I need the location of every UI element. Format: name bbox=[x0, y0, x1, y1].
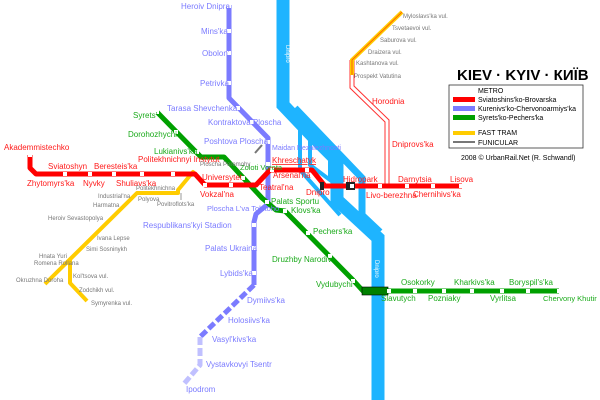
station-label[interactable]: Politekhnichnyi Instytut bbox=[138, 155, 220, 164]
tram-labels: Ploscha Peremohy Politekhnichna Polyova … bbox=[16, 14, 448, 307]
station-label[interactable]: Sviatoshyn bbox=[48, 162, 87, 171]
legend-green: Syrets'ko-Pechers'ka bbox=[478, 115, 543, 122]
station-label[interactable]: Akademmistechko bbox=[4, 143, 70, 152]
station-label[interactable]: Ploscha L'va Tolstoho bbox=[207, 204, 279, 213]
station-label[interactable]: Vasyl'kivs'ka bbox=[212, 335, 257, 344]
station-label[interactable]: Klovs'ka bbox=[291, 206, 321, 215]
station-label[interactable]: Ipodrom bbox=[186, 385, 216, 394]
legend-red: Sviatoshins'ko-Brovarska bbox=[478, 97, 556, 104]
station-label[interactable]: Chernihivs'ka bbox=[413, 190, 461, 199]
station-label[interactable]: Shuliavs'ka bbox=[116, 179, 157, 188]
credit: 2008 © UrbanRail.Net (R. Schwandl) bbox=[461, 154, 576, 162]
station-label[interactable]: Horodnia bbox=[372, 97, 405, 106]
station-label[interactable]: Heroiv Sevastopolya bbox=[48, 216, 104, 222]
station-label[interactable]: Kol'tsova vul. bbox=[73, 274, 108, 280]
station-label[interactable]: Pozniaky bbox=[428, 294, 460, 303]
station-label[interactable]: Zodchikh vul. bbox=[79, 288, 115, 294]
green-line bbox=[155, 110, 559, 294]
station-label[interactable]: Zoloti Vorota bbox=[240, 163, 283, 172]
station-label[interactable]: Pechers'ka bbox=[313, 227, 353, 236]
station-label[interactable]: Zhytomyrs'ka bbox=[27, 179, 75, 188]
river-label-top: Dnipro bbox=[284, 45, 290, 63]
station-label[interactable]: Kharkivs'ka bbox=[454, 278, 495, 287]
station-label[interactable]: Simi Sosninykh bbox=[86, 247, 127, 253]
station-label[interactable]: Draizera vul. bbox=[368, 50, 402, 56]
river-label-bottom: Dnipro bbox=[373, 260, 379, 278]
station-label[interactable]: Osokorky bbox=[401, 278, 435, 287]
station-label[interactable]: Arsenal'na bbox=[273, 171, 311, 180]
station-label[interactable]: Hidropark bbox=[343, 175, 379, 184]
station-label[interactable]: Kashtanova vul. bbox=[356, 61, 399, 67]
blue-line-labels: Heroiv Dnipra Mins'ka Obolon' Petrivka T… bbox=[143, 2, 341, 394]
funicular-line bbox=[254, 144, 263, 154]
station-label[interactable]: Povitroflots'ka bbox=[157, 202, 195, 208]
station-label[interactable]: Vyrlitsa bbox=[490, 294, 516, 303]
station-label[interactable]: Harmatna bbox=[93, 203, 120, 209]
station-label[interactable]: Slavutych bbox=[381, 294, 416, 303]
station-label[interactable]: Dorohozhychi bbox=[128, 130, 177, 139]
station-label[interactable]: Respublikans'kyi Stadion bbox=[143, 221, 232, 230]
station-label[interactable]: Poshtova Ploscha bbox=[204, 137, 269, 146]
station-label[interactable]: Holosiivs'ka bbox=[228, 316, 271, 325]
station-label[interactable]: Saburova vul. bbox=[380, 38, 417, 44]
station-label[interactable]: Lukianivs'ka bbox=[154, 147, 198, 156]
station-label[interactable]: Politekhnichna bbox=[136, 186, 176, 192]
station-markers bbox=[28, 4, 561, 293]
station-label[interactable]: Hnata Yuri bbox=[39, 254, 67, 260]
station-label[interactable]: Dymiivs'ka bbox=[247, 296, 286, 305]
station-label[interactable]: Nyvky bbox=[83, 179, 105, 188]
station-label[interactable]: Polyova bbox=[138, 197, 160, 203]
station-label[interactable]: Vokzal'na bbox=[200, 190, 235, 199]
station-label[interactable]: Lisova bbox=[450, 175, 474, 184]
station-label[interactable]: Vydubychi bbox=[316, 280, 353, 289]
station-label[interactable]: Prospekt Vatutina bbox=[354, 74, 402, 80]
station-label[interactable]: Dnipro bbox=[306, 188, 330, 197]
station-label[interactable]: Palats Ukraina bbox=[205, 244, 258, 253]
station-label[interactable]: Palats Sportu bbox=[271, 197, 319, 206]
station-label[interactable]: Ivana Lepse bbox=[97, 236, 130, 242]
station-label[interactable]: Obolon' bbox=[202, 49, 230, 58]
station-label[interactable]: Industrial'na bbox=[98, 194, 131, 200]
station-label[interactable]: Teatral'na bbox=[259, 183, 294, 192]
station-label[interactable]: Dniprovs'ka bbox=[392, 140, 434, 149]
station-label[interactable]: Kontraktova Ploscha bbox=[208, 118, 282, 127]
dnipro-river bbox=[276, 0, 385, 400]
station-label[interactable]: Myloslavs'ka vul. bbox=[403, 14, 448, 20]
station-label[interactable]: Druzhby Narodiv bbox=[272, 255, 332, 264]
station-label[interactable]: Petrivka bbox=[200, 79, 229, 88]
green-line-labels: Syrets' Dorohozhychi Lukianivs'ka Zoloti… bbox=[128, 111, 597, 303]
station-label[interactable]: Maidan Nezalezhnosti bbox=[272, 145, 341, 152]
station-label[interactable]: Heroiv Dnipra bbox=[181, 2, 230, 11]
legend: METRO Sviatoshins'ko-Brovarska Kurenivs'… bbox=[448, 84, 584, 149]
legend-tram: FAST TRAM bbox=[478, 130, 517, 137]
station-label[interactable]: Mins'ka bbox=[201, 27, 228, 36]
station-label[interactable]: Vystavkovyi Tsentr bbox=[206, 360, 272, 369]
station-label[interactable]: Symyrenka vul. bbox=[91, 301, 132, 307]
station-label[interactable]: Beresteis'ka bbox=[94, 162, 138, 171]
station-label[interactable]: Okruzhna Doroha bbox=[16, 278, 64, 284]
map-title: KIEV · KYIV · КИЇВ bbox=[457, 67, 589, 84]
station-label[interactable]: Chervony Khutir bbox=[543, 294, 597, 303]
legend-funicular: FUNICULAR bbox=[478, 140, 518, 147]
station-label[interactable]: Livo-berezhna bbox=[366, 191, 417, 200]
station-label[interactable]: Lybids'ka bbox=[220, 269, 253, 278]
legend-blue: Kurenivs'ko-Chervonoarmiys'ka bbox=[478, 106, 576, 113]
station-label[interactable]: Tsvetaevoi vul. bbox=[392, 26, 432, 32]
station-label[interactable]: Tarasa Shevchenka bbox=[167, 104, 238, 113]
station-label[interactable]: Romena Rollana bbox=[34, 261, 79, 267]
station-label[interactable]: Khreschatyk bbox=[272, 156, 317, 165]
station-label[interactable]: Boryspil's'ka bbox=[509, 278, 554, 287]
station-label[interactable]: Universytet bbox=[202, 173, 243, 182]
red-line-labels: Akademmistechko Zhytomyrs'ka Sviatoshyn … bbox=[4, 97, 474, 200]
legend-metro: METRO bbox=[478, 88, 504, 95]
station-label[interactable]: Ploscha Peremohy bbox=[200, 162, 250, 168]
station-label[interactable]: Darnytsia bbox=[398, 175, 432, 184]
station-label[interactable]: Syrets' bbox=[133, 111, 158, 120]
